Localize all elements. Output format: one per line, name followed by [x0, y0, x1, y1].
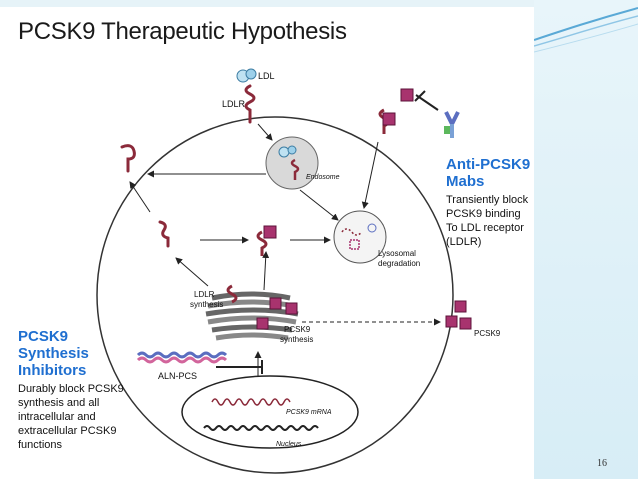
right-decor-band — [534, 0, 638, 479]
label-endosome: Endosome — [306, 174, 340, 181]
synthesis-inhibitors-body-2: synthesis and all — [18, 397, 100, 409]
page-number: 16 — [597, 458, 607, 469]
receptor-top — [244, 84, 256, 124]
pcsk9-box-mid — [263, 225, 277, 239]
label-ldlr-synthesis-2: synthesis — [190, 300, 224, 309]
anti-pcsk9-body-4: (LDLR) — [446, 236, 482, 248]
synthesis-inhibitors-body-5: functions — [18, 439, 63, 451]
synthesis-inhibitors-title-1: PCSK9 — [18, 328, 69, 345]
anti-pcsk9-body-2: PCSK9 binding — [446, 208, 521, 220]
label-aln-pcs: ALN-PCS — [158, 371, 198, 381]
synthesis-inhibitors-body-4: extracellular PCSK9 — [18, 425, 117, 437]
synthesis-inhibitors-body-3: intracellular and — [18, 411, 96, 423]
anti-pcsk9-body-3: To LDL receptor — [446, 222, 524, 234]
label-pcsk9-extracellular: PCSK9 — [474, 329, 501, 338]
label-pcsk9-mrna: PCSK9 mRNA — [286, 409, 332, 416]
pcsk9-box-free — [400, 88, 414, 102]
label-ldlr-synthesis-1: LDLR — [194, 290, 215, 299]
antibody-icon — [444, 111, 460, 138]
pcsk9-box-membrane — [382, 112, 396, 126]
anti-pcsk9-title-2: Mabs — [446, 173, 485, 190]
label-nucleus: Nucleus — [276, 441, 302, 448]
synthesis-inhibitors-body-1: Durably block PCSK9 — [18, 383, 124, 395]
cell-membrane — [96, 116, 454, 474]
label-pcsk9-synthesis-1: PCSK9 — [284, 325, 311, 334]
anti-pcsk9-body-1: Transiently block — [446, 194, 529, 206]
nucleus — [181, 375, 359, 449]
receptor-left — [120, 144, 136, 173]
synthesis-inhibitors-title-3: Inhibitors — [18, 362, 87, 379]
top-decor-band — [0, 0, 534, 7]
receptor-mid — [158, 220, 170, 248]
synthesis-inhibitors-title-2: Synthesis — [18, 345, 89, 362]
label-lysosomal: Lysosomal — [378, 249, 416, 258]
label-ldlr: LDLR — [222, 99, 246, 109]
slide-title: PCSK9 Therapeutic Hypothesis — [18, 18, 347, 45]
sirna-duplex — [136, 351, 228, 364]
wave-decoration — [534, 7, 638, 53]
pcsk9-diagram — [96, 68, 472, 474]
label-ldl: LDL — [258, 71, 275, 81]
ldl-particle — [236, 68, 257, 83]
anti-pcsk9-title-1: Anti-PCSK9 — [446, 156, 531, 173]
label-pcsk9-synthesis-2: synthesis — [280, 335, 314, 344]
label-degradation: degradation — [378, 259, 421, 268]
